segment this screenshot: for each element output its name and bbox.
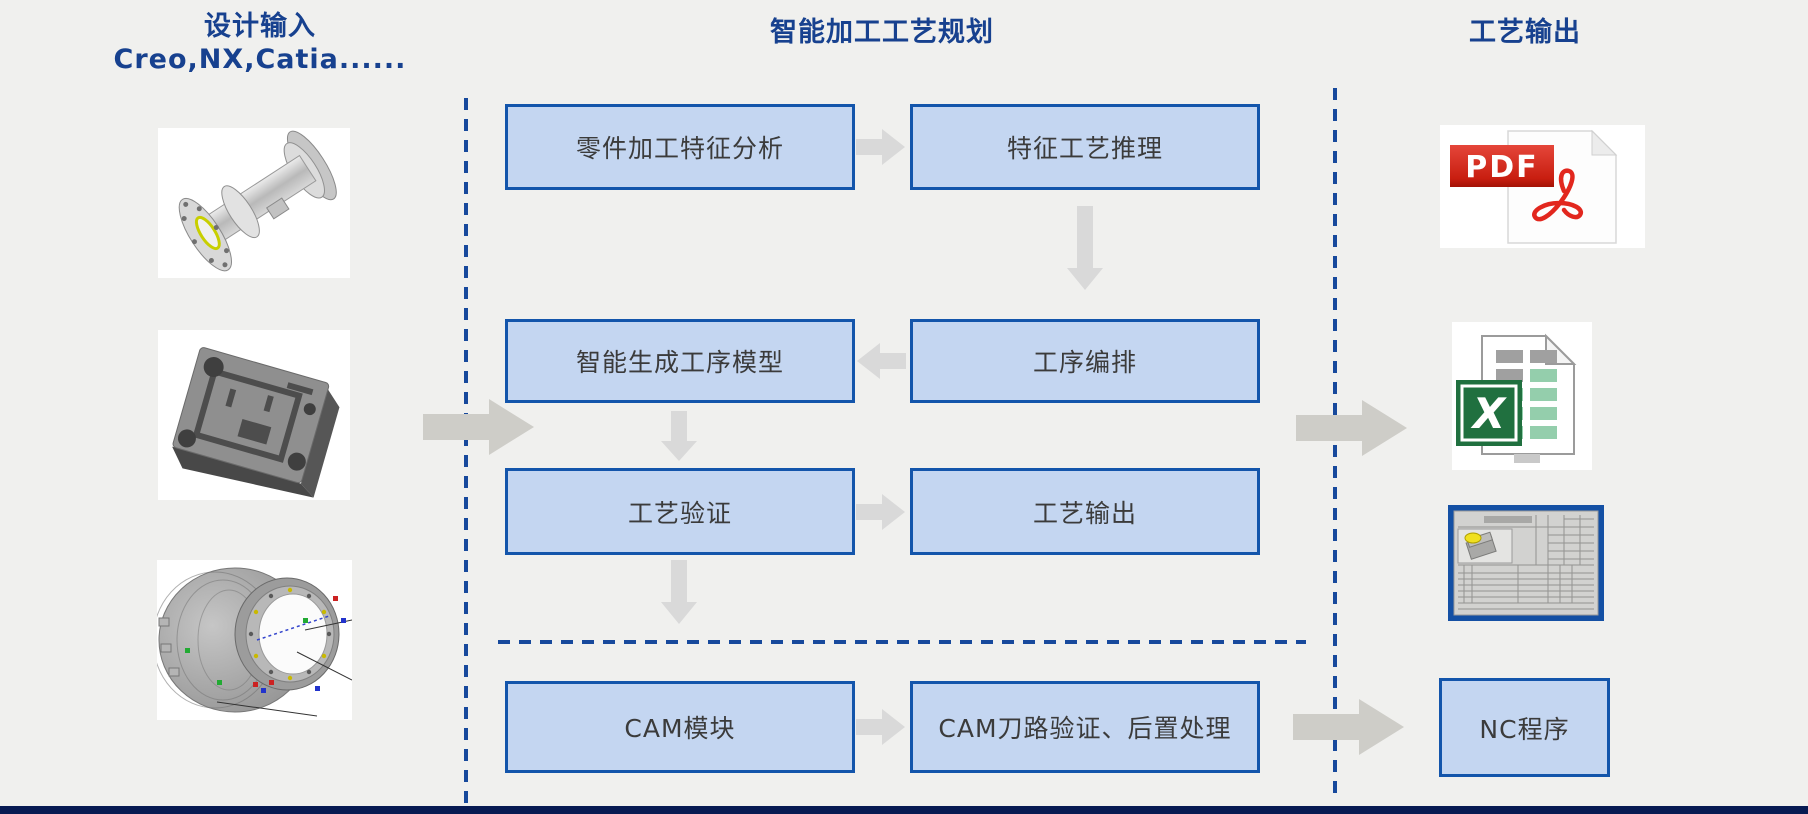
arrow-right-icon: [856, 705, 906, 749]
flow-box-label: 零件加工特征分析: [575, 134, 784, 163]
footer-bar: [0, 806, 1808, 814]
excel-logo-letter: X: [1470, 389, 1508, 438]
flanged-shaft-3d-model: [158, 128, 350, 278]
flow-box-operation-sequencing: 工序编排: [910, 319, 1260, 403]
flow-box-label: 特征工艺推理: [1006, 134, 1163, 163]
arrow-left-icon: [856, 339, 906, 383]
pdf-file-icon: PDF: [1440, 125, 1645, 248]
machined-block-3d-model: [158, 330, 350, 500]
arrow-right-icon: [856, 490, 906, 534]
flow-box-process-verification: 工艺验证: [505, 468, 855, 555]
horizontal-dashed-divider: [498, 640, 1306, 644]
nc-program-label: NC程序: [1479, 714, 1570, 744]
arrow-down-icon: [657, 560, 701, 626]
engine-casing-image: [157, 567, 352, 717]
pdf-badge-label: PDF: [1465, 150, 1538, 185]
flow-box-label: 智能生成工序模型: [575, 348, 784, 377]
flow-box-feature-analysis: 零件加工特征分析: [505, 104, 855, 190]
big-arrow-right-icon: [423, 398, 535, 456]
flow-box-label: CAM模块: [624, 714, 736, 743]
flanged-shaft-image: [178, 130, 337, 272]
process-card-preview: [1448, 505, 1604, 621]
big-arrow-right-icon: [1296, 399, 1408, 457]
big-arrow-right-icon: [1293, 698, 1405, 756]
process-card-image: [1448, 505, 1604, 621]
flow-box-feature-process-reasoning: 特征工艺推理: [910, 104, 1260, 190]
flow-box-label: 工艺输出: [1032, 498, 1137, 528]
design-input-subtitle: Creo,NX,Catia......: [113, 44, 407, 75]
flow-box-label: 工序编排: [1032, 348, 1137, 377]
arrow-down-icon: [1063, 206, 1107, 292]
process-planning-title: 智能加工工艺规划: [770, 17, 994, 48]
flow-box-process-output: 工艺输出: [910, 468, 1260, 555]
nc-program-box: NC程序: [1439, 678, 1610, 777]
left-dashed-divider: [464, 98, 468, 804]
pdf-file-image: PDF: [1450, 129, 1618, 244]
flow-box-cam-module: CAM模块: [505, 681, 855, 773]
process-output-title: 工艺输出: [1469, 17, 1581, 48]
flow-box-generate-operation-model: 智能生成工序模型: [505, 319, 855, 403]
flow-box-cam-toolpath-post: CAM刀路验证、后置处理: [910, 681, 1260, 773]
right-dashed-divider: [1333, 88, 1337, 802]
excel-file-icon: X: [1452, 322, 1592, 470]
process-output-header: 工艺输出: [1405, 16, 1645, 49]
arrow-down-icon: [657, 411, 701, 463]
design-input-header: 设计输入 Creo,NX,Catia......: [100, 10, 420, 76]
excel-file-image: X: [1456, 333, 1577, 463]
flow-box-label: CAM刀路验证、后置处理: [938, 714, 1232, 743]
design-input-title: 设计输入: [204, 11, 316, 42]
flow-box-label: 工艺验证: [627, 498, 732, 528]
arrow-right-icon: [856, 125, 906, 169]
process-planning-header: 智能加工工艺规划: [682, 16, 1082, 49]
machined-block-image: [172, 347, 340, 498]
engine-casing-3d-model: [157, 560, 352, 720]
